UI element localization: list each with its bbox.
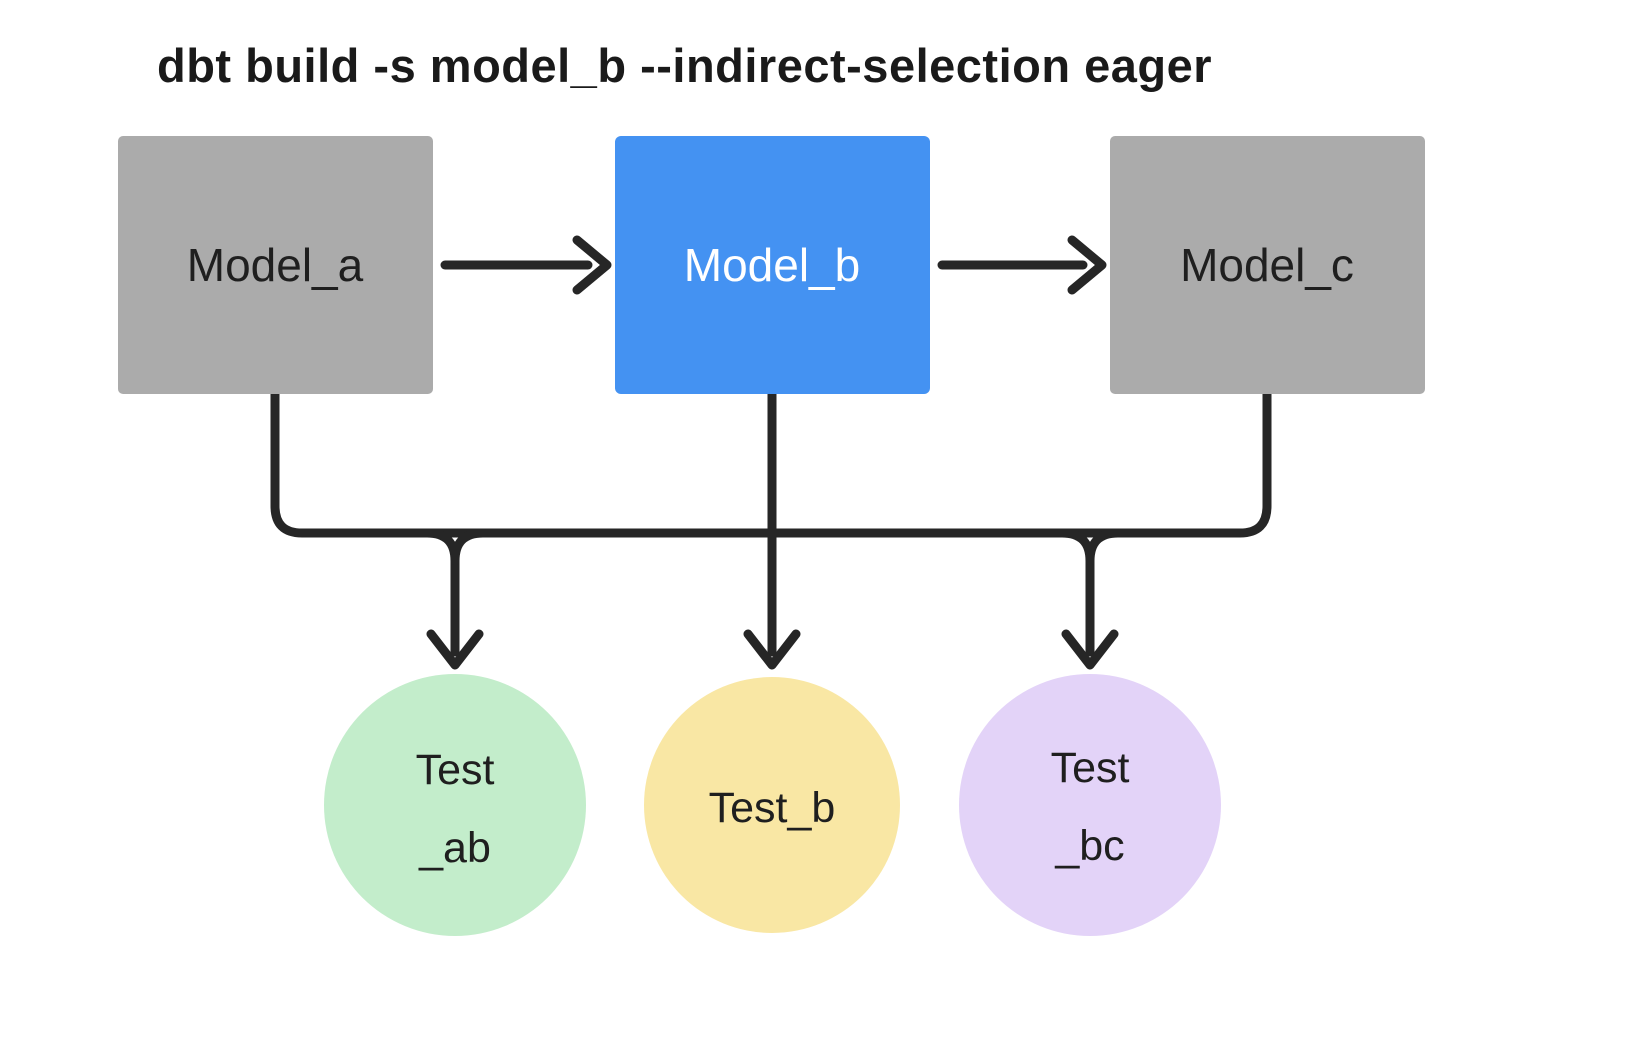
arrowhead-model-a-to-model-b [572,235,612,295]
node-model-a [118,136,433,394]
edge-branch-test-ab-fillet [450,528,488,566]
node-model-a-label: Model_a [187,239,364,291]
node-test-b [644,677,900,933]
node-test-ab-label-line2: _ab [418,824,491,872]
diagram-title: dbt build -s model_b --indirect-selectio… [157,39,1212,92]
edge-group [270,235,1272,670]
node-model-c-label: Model_c [1180,239,1354,291]
arrowhead-model-b-to-model-c [1067,235,1107,295]
node-test-ab-label-line1: Test [416,746,495,794]
node-test-bc-label-line1: Test [1051,744,1130,792]
node-test-ab [324,674,586,936]
arrowhead-test-bc [1061,629,1119,670]
node-test-b-label: Test_b [709,784,836,832]
node-model-b-selected [615,136,930,394]
edge-branch-test-bc-fillet [1085,528,1123,566]
node-model-b-label: Model_b [684,239,860,291]
node-test-bc-label-line2: _bc [1054,822,1124,870]
arrowhead-test-b [743,629,801,670]
node-model-c [1110,136,1425,394]
node-test-bc [959,674,1221,936]
arrowhead-test-ab [426,629,484,670]
